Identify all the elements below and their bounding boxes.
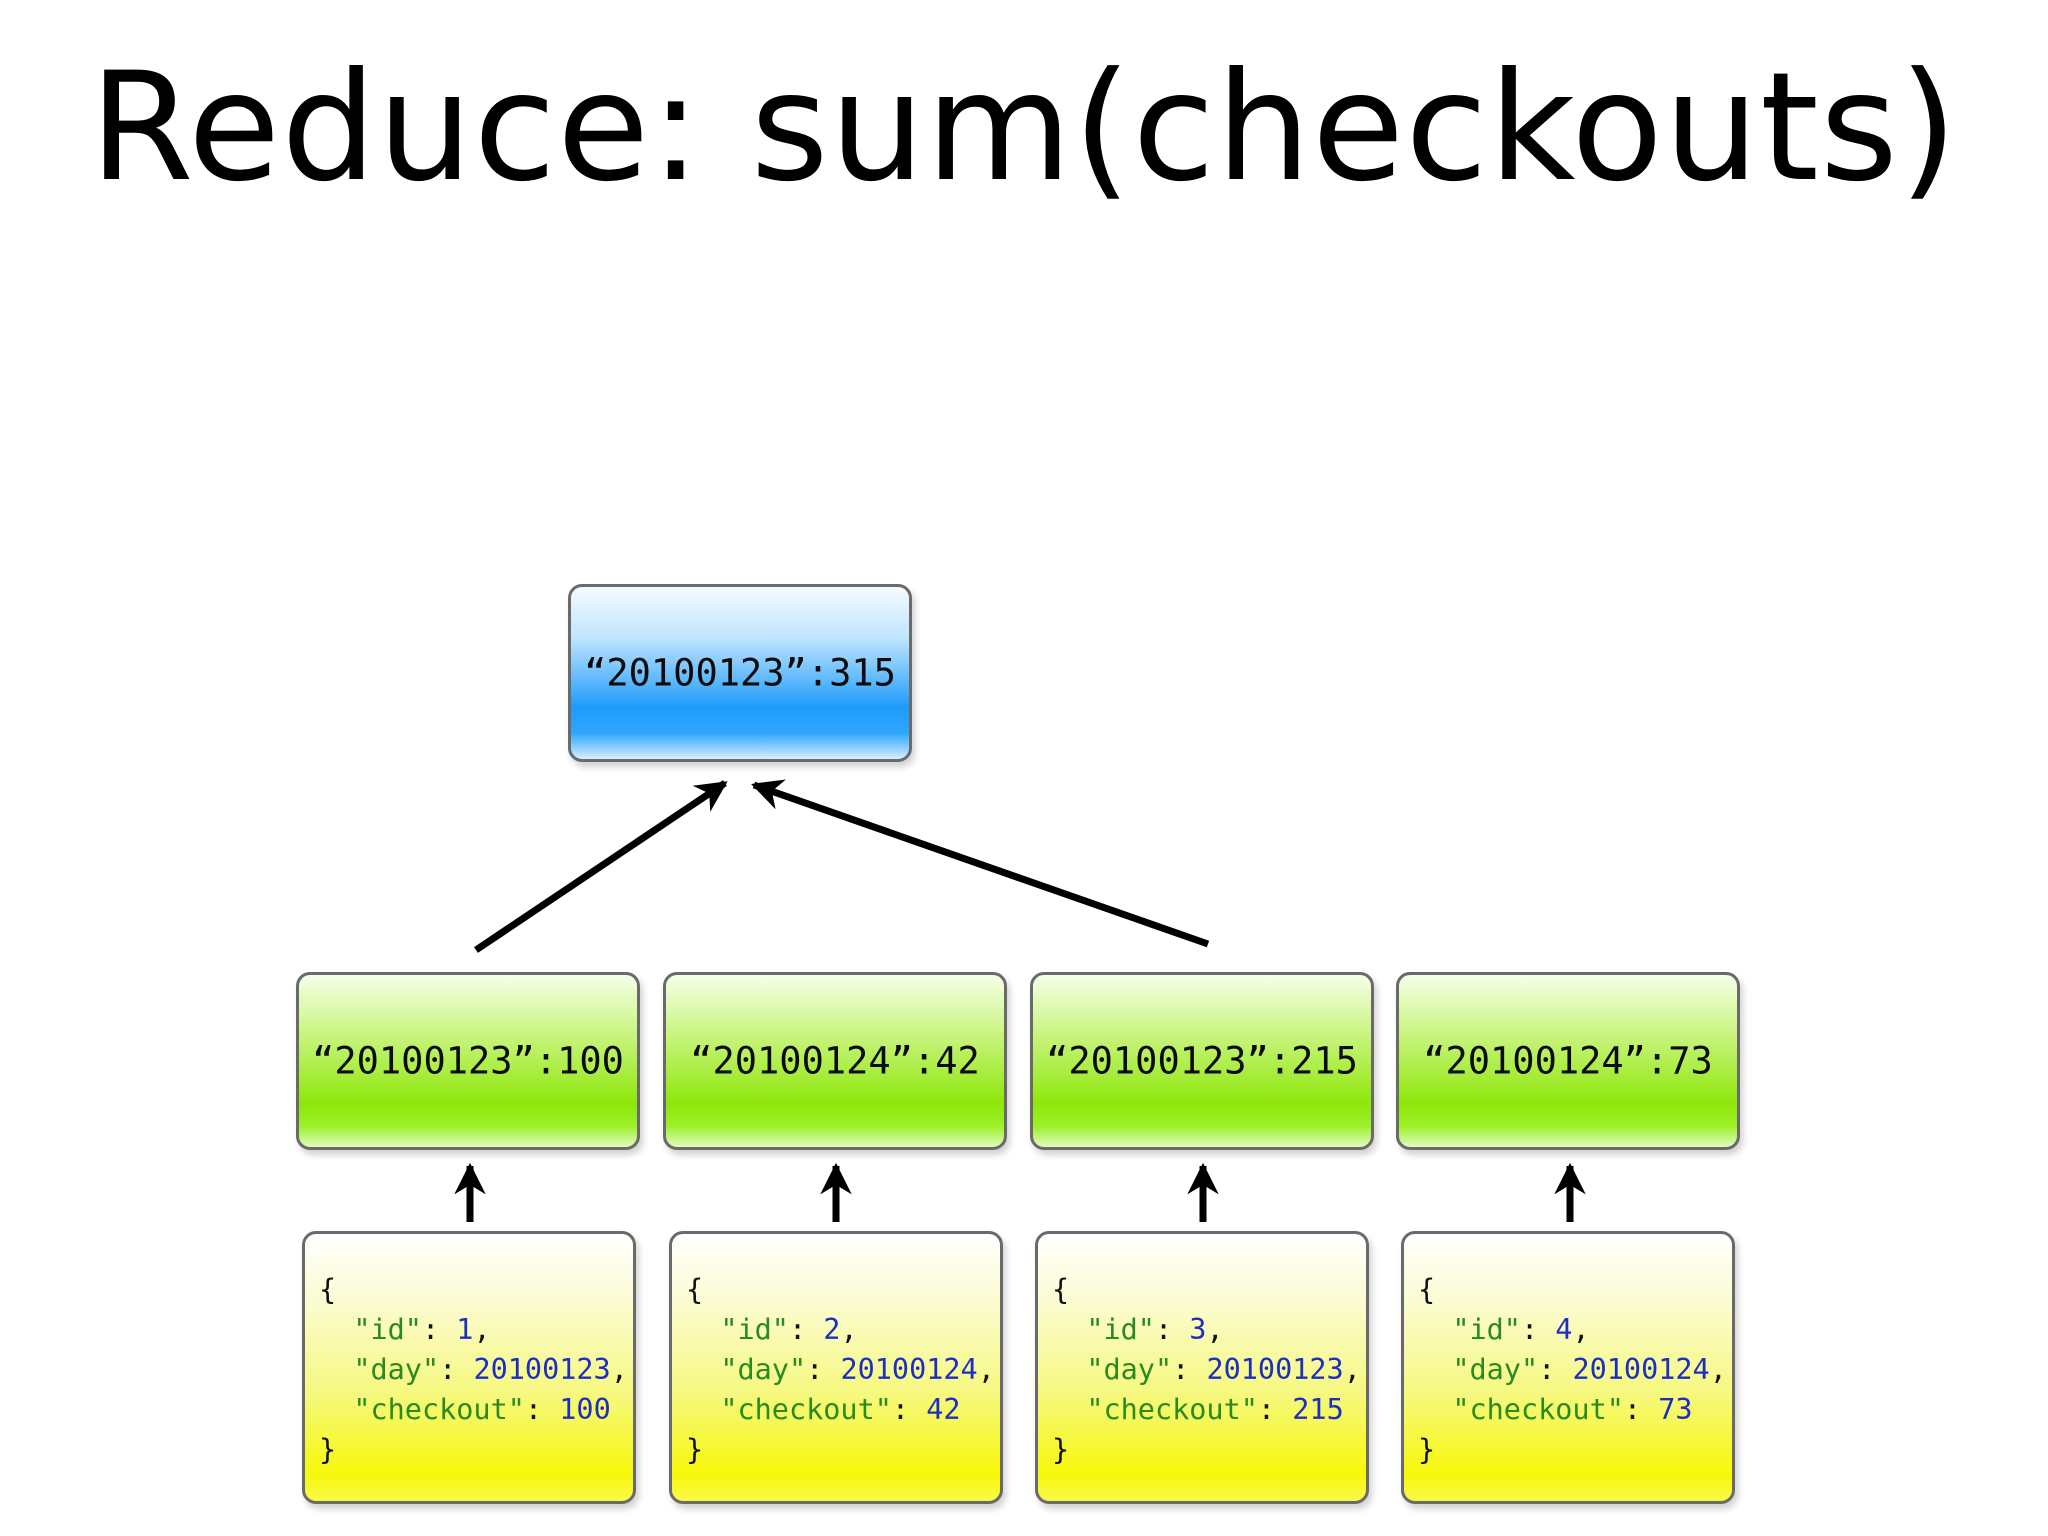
reduce-result-label: “20100123”:315 (584, 651, 896, 695)
map-output-label: “20100123”:215 (1046, 1039, 1358, 1083)
map-output-label: “20100123”:100 (312, 1039, 624, 1083)
json-document: { "id": 2, "day": 20100124, "checkout": … (686, 1273, 995, 1466)
reduce-result-box: “20100123”:315 (568, 584, 912, 762)
document-box: { "id": 2, "day": 20100124, "checkout": … (669, 1231, 1003, 1504)
map-output-box: “20100124”:73 (1396, 972, 1740, 1150)
map-output-box: “20100123”:100 (296, 972, 640, 1150)
reduce-arrow-2 (751, 779, 1210, 948)
json-document: { "id": 3, "day": 20100123, "checkout": … (1052, 1273, 1361, 1466)
slide-title: Reduce: sum(checkouts) (89, 41, 1959, 215)
map-output-box: “20100124”:42 (663, 972, 1007, 1150)
reduce-arrow-1 (474, 780, 728, 953)
json-document: { "id": 4, "day": 20100124, "checkout": … (1418, 1273, 1727, 1466)
json-document: { "id": 1, "day": 20100123, "checkout": … (319, 1273, 628, 1466)
map-output-box: “20100123”:215 (1030, 972, 1374, 1150)
map-output-label: “20100124”:42 (690, 1039, 980, 1083)
map-output-label: “20100124”:73 (1423, 1039, 1713, 1083)
document-box: { "id": 1, "day": 20100123, "checkout": … (302, 1231, 636, 1504)
document-box: { "id": 3, "day": 20100123, "checkout": … (1035, 1231, 1369, 1504)
document-box: { "id": 4, "day": 20100124, "checkout": … (1401, 1231, 1735, 1504)
